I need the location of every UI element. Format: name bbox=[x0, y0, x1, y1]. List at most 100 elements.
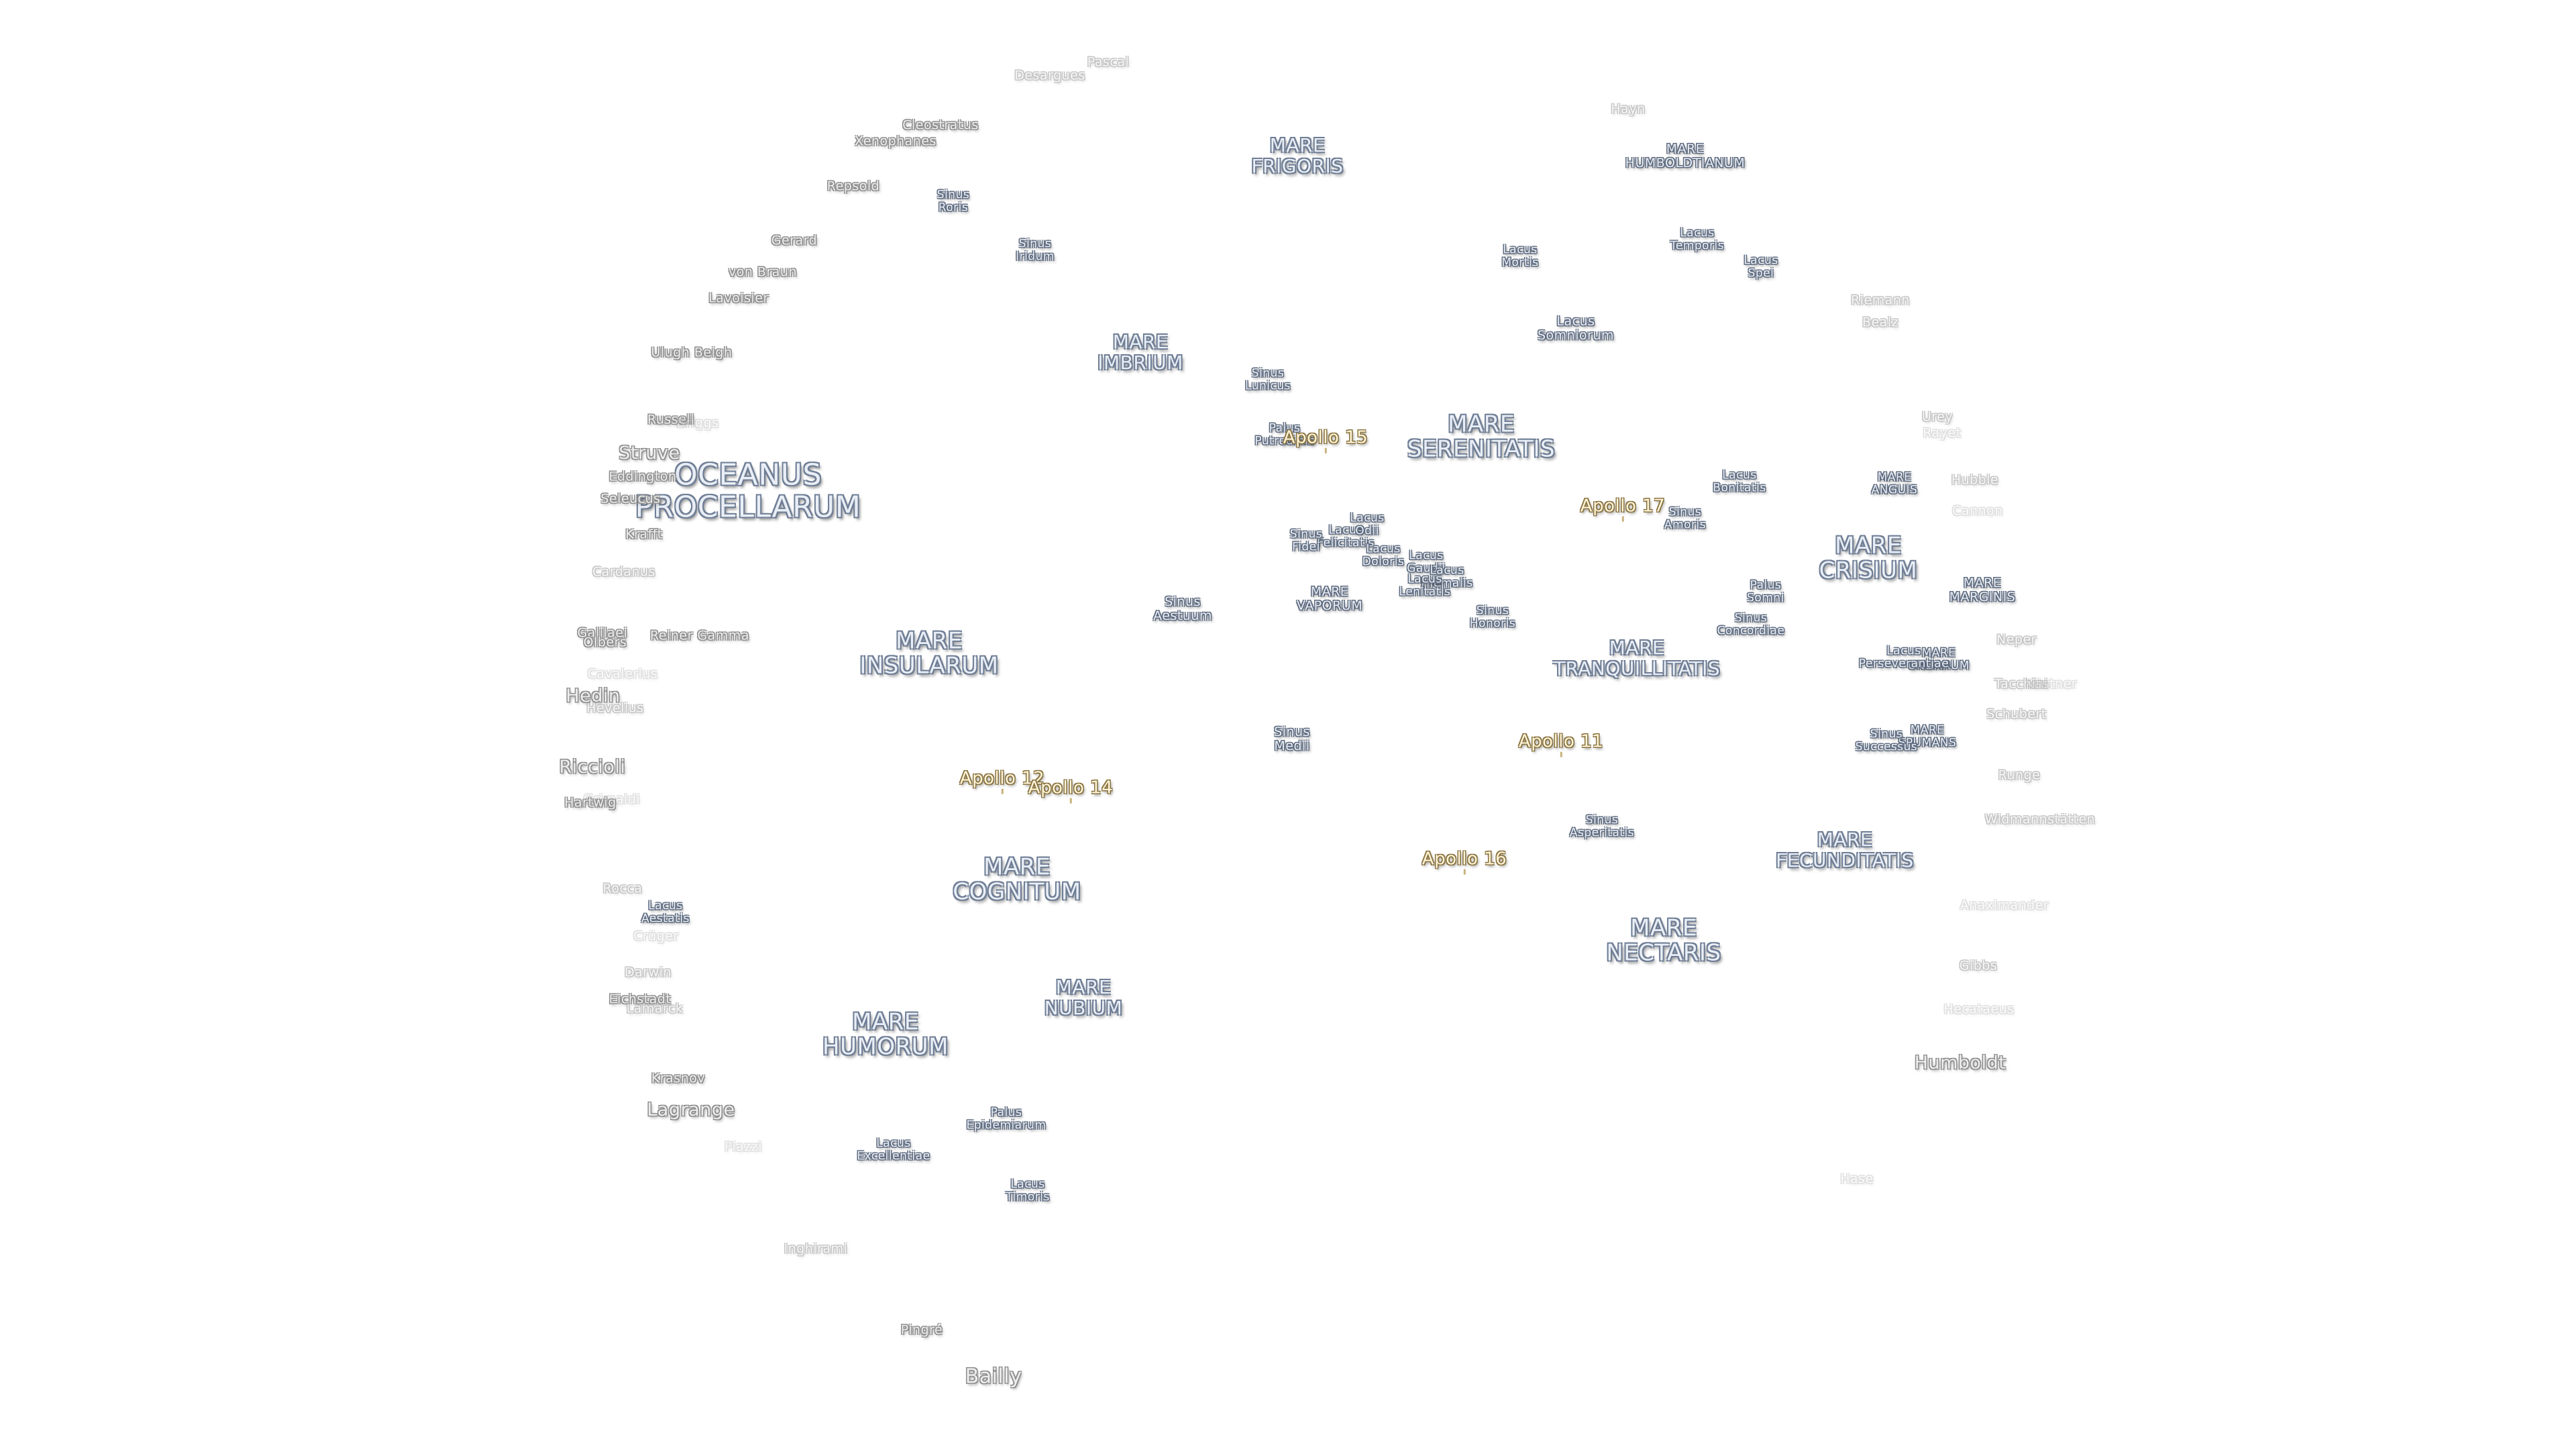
map-label-mare-marginis: MARE MARGINIS bbox=[1949, 576, 2016, 604]
map-label-k-stner: Kästner bbox=[2025, 676, 2078, 692]
apollo-site-apollo-15: Apollo 15 bbox=[1283, 427, 1368, 453]
map-label-mare-fecunditatis: MARE FECUNDITATIS bbox=[1776, 828, 1914, 871]
map-label-mare-humorum: MARE HUMORUM bbox=[822, 1008, 949, 1061]
map-label-anaximander: Anaximander bbox=[1960, 898, 2049, 913]
map-label-hase: Hase bbox=[1840, 1171, 1874, 1187]
map-label-eddington: Eddington bbox=[608, 469, 677, 484]
map-label-lacus-excellentiae: Lacus Excellentiae bbox=[857, 1136, 930, 1163]
map-label-mare-undarum: MARE UNDARUM bbox=[1907, 646, 1970, 672]
map-label-desargues: Desargues bbox=[1014, 68, 1085, 83]
map-label-sinus-iridum: Sinus Iridum bbox=[1016, 237, 1055, 263]
map-label-hayn: Hayn bbox=[1611, 101, 1646, 117]
map-label-grimaldi: Grimaldi bbox=[583, 792, 641, 807]
map-label-sinus-concordiae: Sinus Concordiae bbox=[1717, 611, 1785, 637]
map-label-rocca: Rocca bbox=[602, 881, 643, 896]
map-label-sinus-honoris: Sinus Honoris bbox=[1469, 604, 1516, 630]
map-label-krafft: Krafft bbox=[625, 527, 663, 542]
map-label-lacus-doloris: Lacus Doloris bbox=[1362, 542, 1405, 568]
map-label-lacus-mortis: Lacus Mortis bbox=[1501, 243, 1539, 269]
map-label-pingr: Pingré bbox=[900, 1322, 943, 1338]
map-label-briggs: Briggs bbox=[676, 415, 719, 431]
map-label-widmannst-tten: Widmannstätten bbox=[1984, 812, 2096, 827]
map-label-runge: Runge bbox=[1998, 767, 2041, 783]
apollo-site-apollo-12: Apollo 12 bbox=[959, 768, 1045, 794]
map-label-von-braun: von Braun bbox=[728, 264, 798, 280]
map-label-riemann: Riemann bbox=[1851, 292, 1910, 308]
map-label-lacus-timoris: Lacus Timoris bbox=[1006, 1177, 1050, 1203]
map-label-lamarck: Lamarck bbox=[626, 1001, 684, 1016]
map-label-gerard: Gerard bbox=[771, 233, 818, 248]
map-label-mare-anguis: MARE ANGUIS bbox=[1871, 470, 1918, 496]
apollo-site-apollo-14: Apollo 14 bbox=[1028, 777, 1114, 803]
map-label-bailly: Bailly bbox=[965, 1364, 1022, 1389]
map-label-pascal: Pascal bbox=[1087, 54, 1130, 70]
map-label-sinus-asperitatis: Sinus Asperitatis bbox=[1569, 813, 1635, 839]
map-label-cannon: Cannon bbox=[1952, 503, 2003, 519]
map-label-palus-epidemiarum: Palus Epidemiarum bbox=[966, 1106, 1046, 1132]
map-label-rayet: Rayet bbox=[1923, 425, 1962, 441]
map-label-eichstadt: Eichstadt bbox=[608, 991, 672, 1007]
map-label-struve: Struve bbox=[619, 443, 680, 464]
map-label-hubble: Hubble bbox=[1951, 472, 1999, 488]
map-label-bealz: Bealz bbox=[1862, 315, 1899, 330]
map-label-cavalerius: Cavalerius bbox=[587, 666, 658, 682]
map-label-seleucus: Seleucus bbox=[600, 491, 661, 506]
map-label-sinus-roris: Sinus Roris bbox=[936, 188, 970, 214]
map-label-schubert: Schubert bbox=[1986, 706, 2047, 722]
map-label-mare-nectaris: MARE NECTARIS bbox=[1606, 914, 1721, 967]
map-label-sinus-lunicus: Sinus Lunicus bbox=[1245, 366, 1291, 392]
map-label-repsold: Repsold bbox=[826, 178, 880, 194]
map-label-mare-vaporum: MARE VAPORUM bbox=[1296, 584, 1363, 613]
map-label-riccioli: Riccioli bbox=[559, 757, 626, 778]
map-label-lacus-somniorum: Lacus Somniorum bbox=[1537, 314, 1615, 343]
map-label-ulugh-beigh: Ulugh Beigh bbox=[651, 345, 733, 360]
map-label-mare-frigoris: MARE FRIGORIS bbox=[1251, 134, 1344, 177]
map-label-mare-cognitum: MARE COGNITUM bbox=[953, 853, 1081, 906]
map-label-russell: Russell bbox=[647, 412, 694, 427]
map-label-palus-putredinis: Palus Putredinis bbox=[1254, 421, 1315, 447]
map-label-inghirami: Inghirami bbox=[784, 1241, 848, 1256]
map-label-mare-nubium: MARE NUBIUM bbox=[1044, 976, 1123, 1019]
map-label-lacus-temporis: Lacus Temporis bbox=[1670, 226, 1725, 252]
map-label-lacus-gaudii: Lacus Gaudii bbox=[1407, 549, 1446, 575]
map-label-mare-crisium: MARE CRISIUM bbox=[1819, 532, 1918, 584]
map-label-palus-somni: Palus Somni bbox=[1747, 578, 1784, 604]
map-label-cardanus: Cardanus bbox=[592, 564, 656, 580]
map-label-hecataeus: Hecataeus bbox=[1943, 1002, 2015, 1017]
map-label-lacus-spei: Lacus Spei bbox=[1743, 254, 1778, 280]
map-label-krasnov: Krasnov bbox=[651, 1071, 706, 1086]
map-label-reiner-gamma: Reiner Gamma bbox=[650, 628, 749, 643]
map-label-lacus-bonitatis: Lacus Bonitatis bbox=[1713, 468, 1766, 494]
map-label-xenophanes: Xenophanes bbox=[855, 133, 936, 149]
map-label-urey: Urey bbox=[1921, 409, 1953, 425]
map-label-oceanus-procellarum: OCEANUS PROCELLARUM bbox=[635, 458, 861, 525]
map-label-cleostratus: Cleostratus bbox=[902, 117, 979, 133]
map-label-mare-imbrium: MARE IMBRIUM bbox=[1097, 331, 1183, 374]
map-label-lacus-odii: Lacus Odii bbox=[1350, 511, 1385, 537]
map-label-lacus-perseverantiae: Lacus Perseverantiae bbox=[1858, 644, 1949, 670]
map-label-hedin: Hedin bbox=[566, 686, 621, 707]
map-label-sinus-fidei: Sinus Fidei bbox=[1289, 527, 1323, 553]
map-label-sinus-amoris: Sinus Amoris bbox=[1664, 505, 1707, 531]
map-label-mare-humboldtianum: MARE HUMBOLDTIANUM bbox=[1625, 142, 1746, 170]
map-label-piazzi: Piazzi bbox=[724, 1139, 763, 1155]
apollo-site-apollo-17: Apollo 17 bbox=[1580, 496, 1666, 521]
map-label-mare-insularum: MARE INSULARUM bbox=[859, 627, 999, 680]
map-label-cr-ger: Crüger bbox=[633, 928, 679, 944]
map-label-mare-spumans: MARE SPUMANS bbox=[1898, 723, 1957, 749]
map-label-hartwig: Hartwig bbox=[564, 795, 616, 810]
map-label-lavoisier: Lavoisier bbox=[708, 290, 769, 306]
map-label-neper: Neper bbox=[1996, 632, 2037, 647]
map-label-lagrange: Lagrange bbox=[647, 1099, 735, 1121]
map-label-mare-serenitatis: MARE SERENITATIS bbox=[1407, 411, 1556, 463]
map-label-lacus-felicitatis: Lacus Felicitatis bbox=[1317, 523, 1375, 549]
map-label-hevelius: Hevelius bbox=[586, 700, 644, 716]
map-label-mare-tranquillitatis: MARE TRANQUILLITATIS bbox=[1553, 637, 1721, 680]
map-label-sinus-successus: Sinus Successus bbox=[1855, 727, 1918, 753]
map-label-gibbs: Gibbs bbox=[1959, 958, 1998, 973]
map-label-sinus-medii: Sinus Medii bbox=[1274, 724, 1310, 753]
map-label-lacus-aestatis: Lacus Aestatis bbox=[641, 899, 690, 925]
map-label-olbers: Olbers bbox=[583, 635, 627, 650]
map-label-tacchini: Tacchini bbox=[1994, 676, 2048, 692]
